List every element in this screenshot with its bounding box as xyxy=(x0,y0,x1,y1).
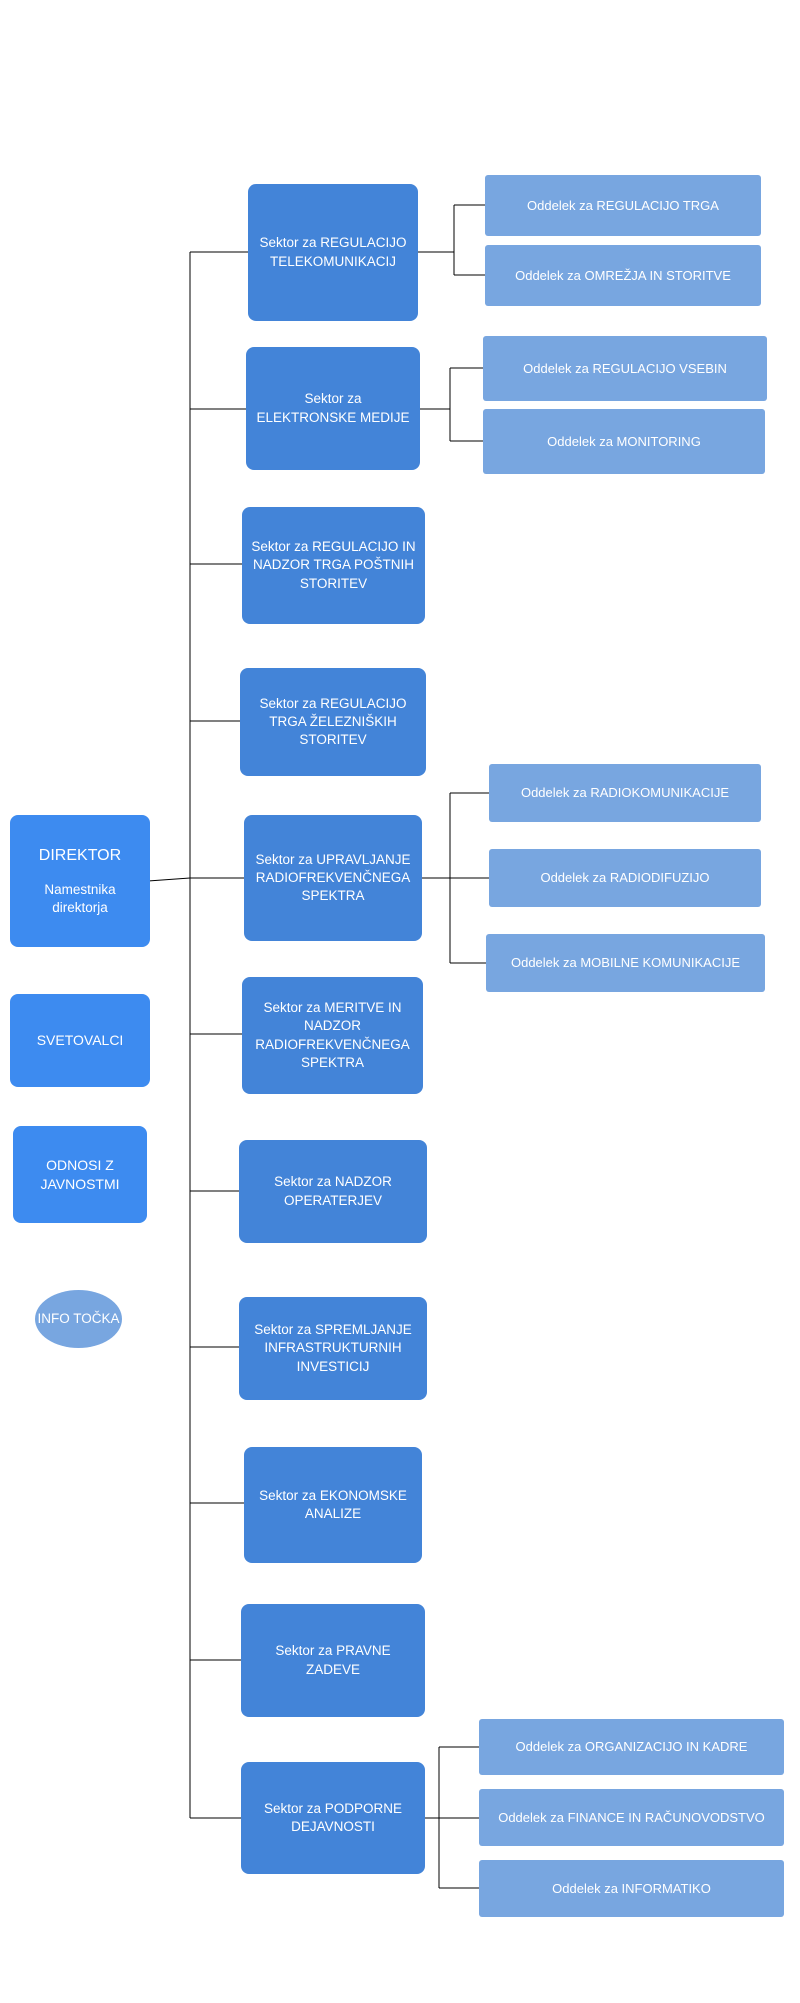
department-finance-accounting[interactable]: Oddelek za FINANCE IN RAČUNOVODSTVO xyxy=(479,1789,784,1846)
department-market-regulation[interactable]: Oddelek za REGULACIJO TRGA xyxy=(485,175,761,236)
sector-label: Sektor za PRAVNE ZADEVE xyxy=(275,1643,391,1677)
public-relations-label: ODNOSI Z JAVNOSTMI xyxy=(40,1156,120,1192)
department-label: Oddelek za FINANCE IN RAČUNOVODSTVO xyxy=(498,1809,765,1825)
department-label: Oddelek za MONITORING xyxy=(547,433,701,449)
sector-infrastructure-investments[interactable]: Sektor za SPREMLJANJE INFRASTRUKTURNIH I… xyxy=(239,1297,427,1400)
sector-label: Sektor za EKONOMSKE ANALIZE xyxy=(259,1487,407,1521)
advisors-box[interactable]: SVETOVALCI xyxy=(10,994,150,1087)
department-label: Oddelek za OMREŽJA IN STORITVE xyxy=(515,267,731,283)
department-label: Oddelek za REGULACIJO VSEBIN xyxy=(523,360,727,376)
director-subtitle: Namestnika direktorja xyxy=(44,881,116,915)
sector-economic-analysis[interactable]: Sektor za EKONOMSKE ANALIZE xyxy=(244,1447,422,1563)
sector-support-activities[interactable]: Sektor za PODPORNE DEJAVNOSTI xyxy=(241,1762,425,1874)
info-point-ellipse[interactable]: INFO TOČKA xyxy=(35,1290,122,1348)
department-informatics[interactable]: Oddelek za INFORMATIKO xyxy=(479,1860,784,1917)
sector-label: Sektor za REGULACIJO IN NADZOR TRGA POŠT… xyxy=(251,539,416,591)
sector-railway-services[interactable]: Sektor za REGULACIJO TRGA ŽELEZNIŠKIH ST… xyxy=(240,668,426,776)
department-label: Oddelek za RADIOKOMUNIKACIJE xyxy=(520,785,730,801)
department-label: Oddelek za ORGANIZACIJO IN KADRE xyxy=(515,1739,748,1755)
info-point-label: INFO TOČKA xyxy=(37,1310,120,1326)
sector-radio-spectrum-management[interactable]: Sektor za UPRAVLJANJE RADIOFREKVENČNEGA … xyxy=(244,815,422,941)
director-box[interactable]: DIREKTOR Namestnika direktorja xyxy=(10,815,150,947)
sector-label: Sektor za MERITVE IN NADZOR RADIOFREKVEN… xyxy=(255,1000,410,1070)
department-label: Oddelek za REGULACIJO TRGA xyxy=(527,197,719,213)
sector-label: Sektor za ELEKTRONSKE MEDIJE xyxy=(256,391,410,425)
department-networks-services[interactable]: Oddelek za OMREŽJA IN STORITVE xyxy=(485,245,761,306)
sector-legal-affairs[interactable]: Sektor za PRAVNE ZADEVE xyxy=(241,1604,425,1717)
department-broadcasting[interactable]: Oddelek za RADIODIFUZIJO xyxy=(489,849,761,907)
sector-label: Sektor za UPRAVLJANJE RADIOFREKVENČNEGA … xyxy=(255,851,411,904)
department-radiocommunications[interactable]: Oddelek za RADIOKOMUNIKACIJE xyxy=(489,764,761,822)
department-label: Oddelek za RADIODIFUZIJO xyxy=(540,870,710,886)
sector-label: Sektor za REGULACIJO TRGA ŽELEZNIŠKIH ST… xyxy=(259,695,407,748)
sector-operator-supervision[interactable]: Sektor za NADZOR OPERATERJEV xyxy=(239,1140,427,1243)
sector-label: Sektor za PODPORNE DEJAVNOSTI xyxy=(263,1800,403,1834)
sector-electronic-media[interactable]: Sektor za ELEKTRONSKE MEDIJE xyxy=(246,347,420,470)
advisors-label: SVETOVALCI xyxy=(36,1032,124,1049)
department-organization-hr[interactable]: Oddelek za ORGANIZACIJO IN KADRE xyxy=(479,1719,784,1775)
department-mobile-communications[interactable]: Oddelek za MOBILNE KOMUNIKACIJE xyxy=(486,934,765,992)
sector-radio-spectrum-measurement[interactable]: Sektor za MERITVE IN NADZOR RADIOFREKVEN… xyxy=(242,977,423,1094)
director-title: DIREKTOR xyxy=(38,846,122,864)
sector-telecommunications[interactable]: Sektor za REGULACIJO TELEKOMUNIKACIJ xyxy=(248,184,418,321)
department-label: Oddelek za MOBILNE KOMUNIKACIJE xyxy=(510,955,740,971)
sector-label: Sektor za SPREMLJANJE INFRASTRUKTURNIH I… xyxy=(254,1322,412,1374)
department-content-regulation[interactable]: Oddelek za REGULACIJO VSEBIN xyxy=(483,336,767,401)
department-label: Oddelek za INFORMATIKO xyxy=(552,1880,711,1896)
department-monitoring[interactable]: Oddelek za MONITORING xyxy=(483,409,765,474)
sector-label: Sektor za REGULACIJO TELEKOMUNIKACIJ xyxy=(259,235,407,269)
sector-postal-services[interactable]: Sektor za REGULACIJO IN NADZOR TRGA POŠT… xyxy=(242,507,425,624)
public-relations-box[interactable]: ODNOSI Z JAVNOSTMI xyxy=(13,1126,147,1223)
sector-label: Sektor za NADZOR OPERATERJEV xyxy=(274,1174,392,1208)
